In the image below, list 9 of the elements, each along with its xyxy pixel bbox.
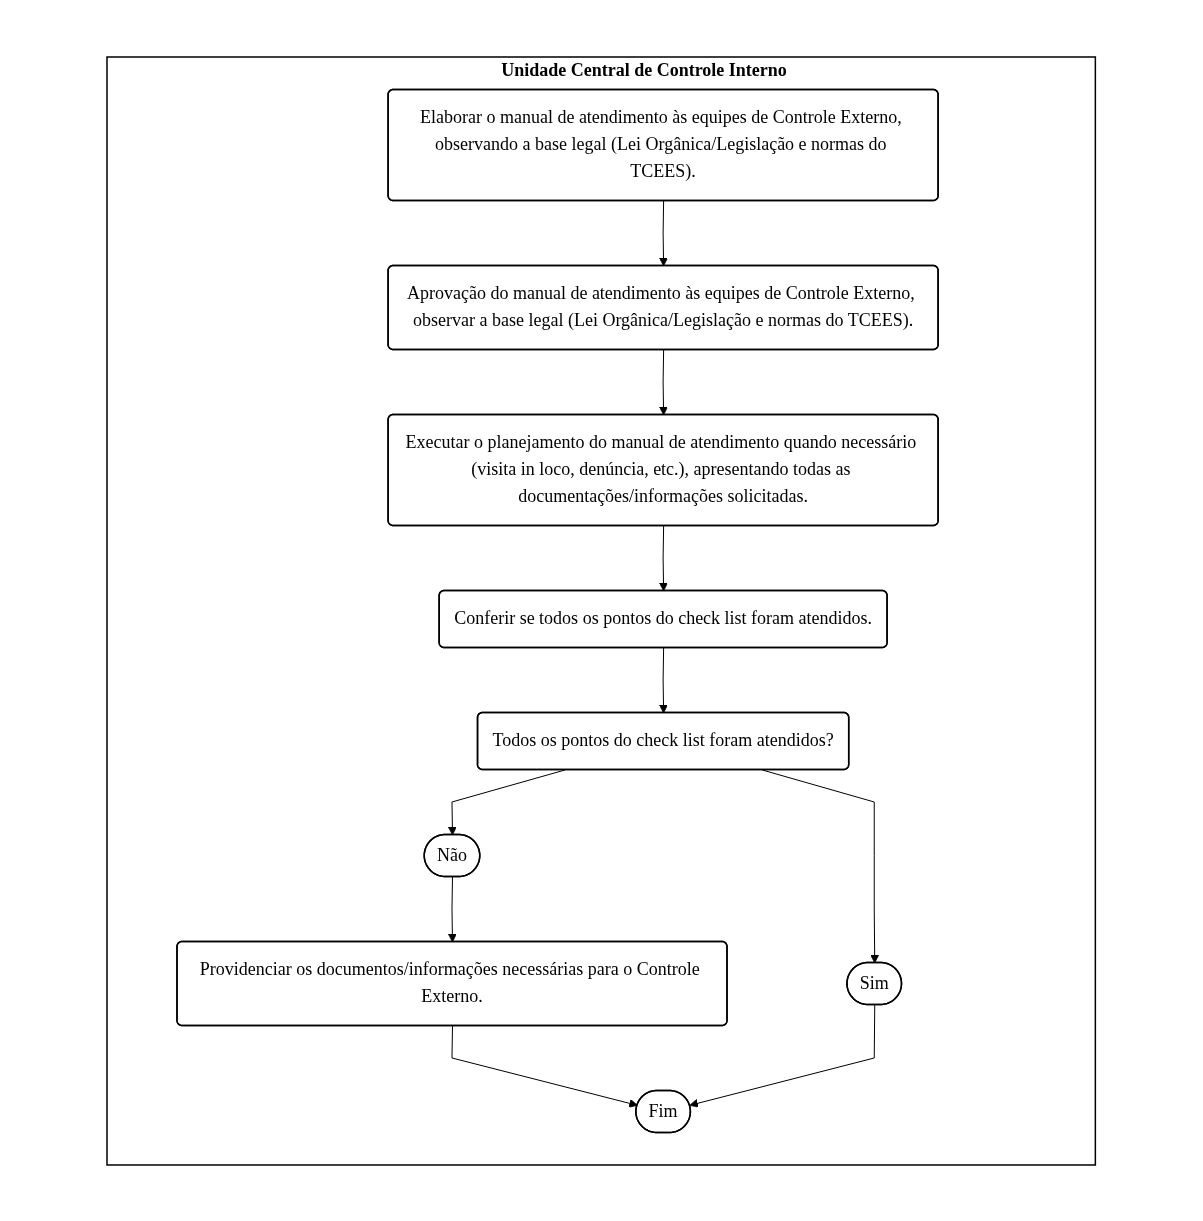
arrow xyxy=(659,200,669,266)
arrow xyxy=(451,1025,639,1108)
arrow xyxy=(659,525,669,591)
arrow xyxy=(762,769,880,963)
arrow xyxy=(448,876,458,942)
arrow xyxy=(659,349,669,415)
arrow xyxy=(659,647,669,713)
arrow xyxy=(689,1004,876,1108)
arrow xyxy=(448,769,566,835)
